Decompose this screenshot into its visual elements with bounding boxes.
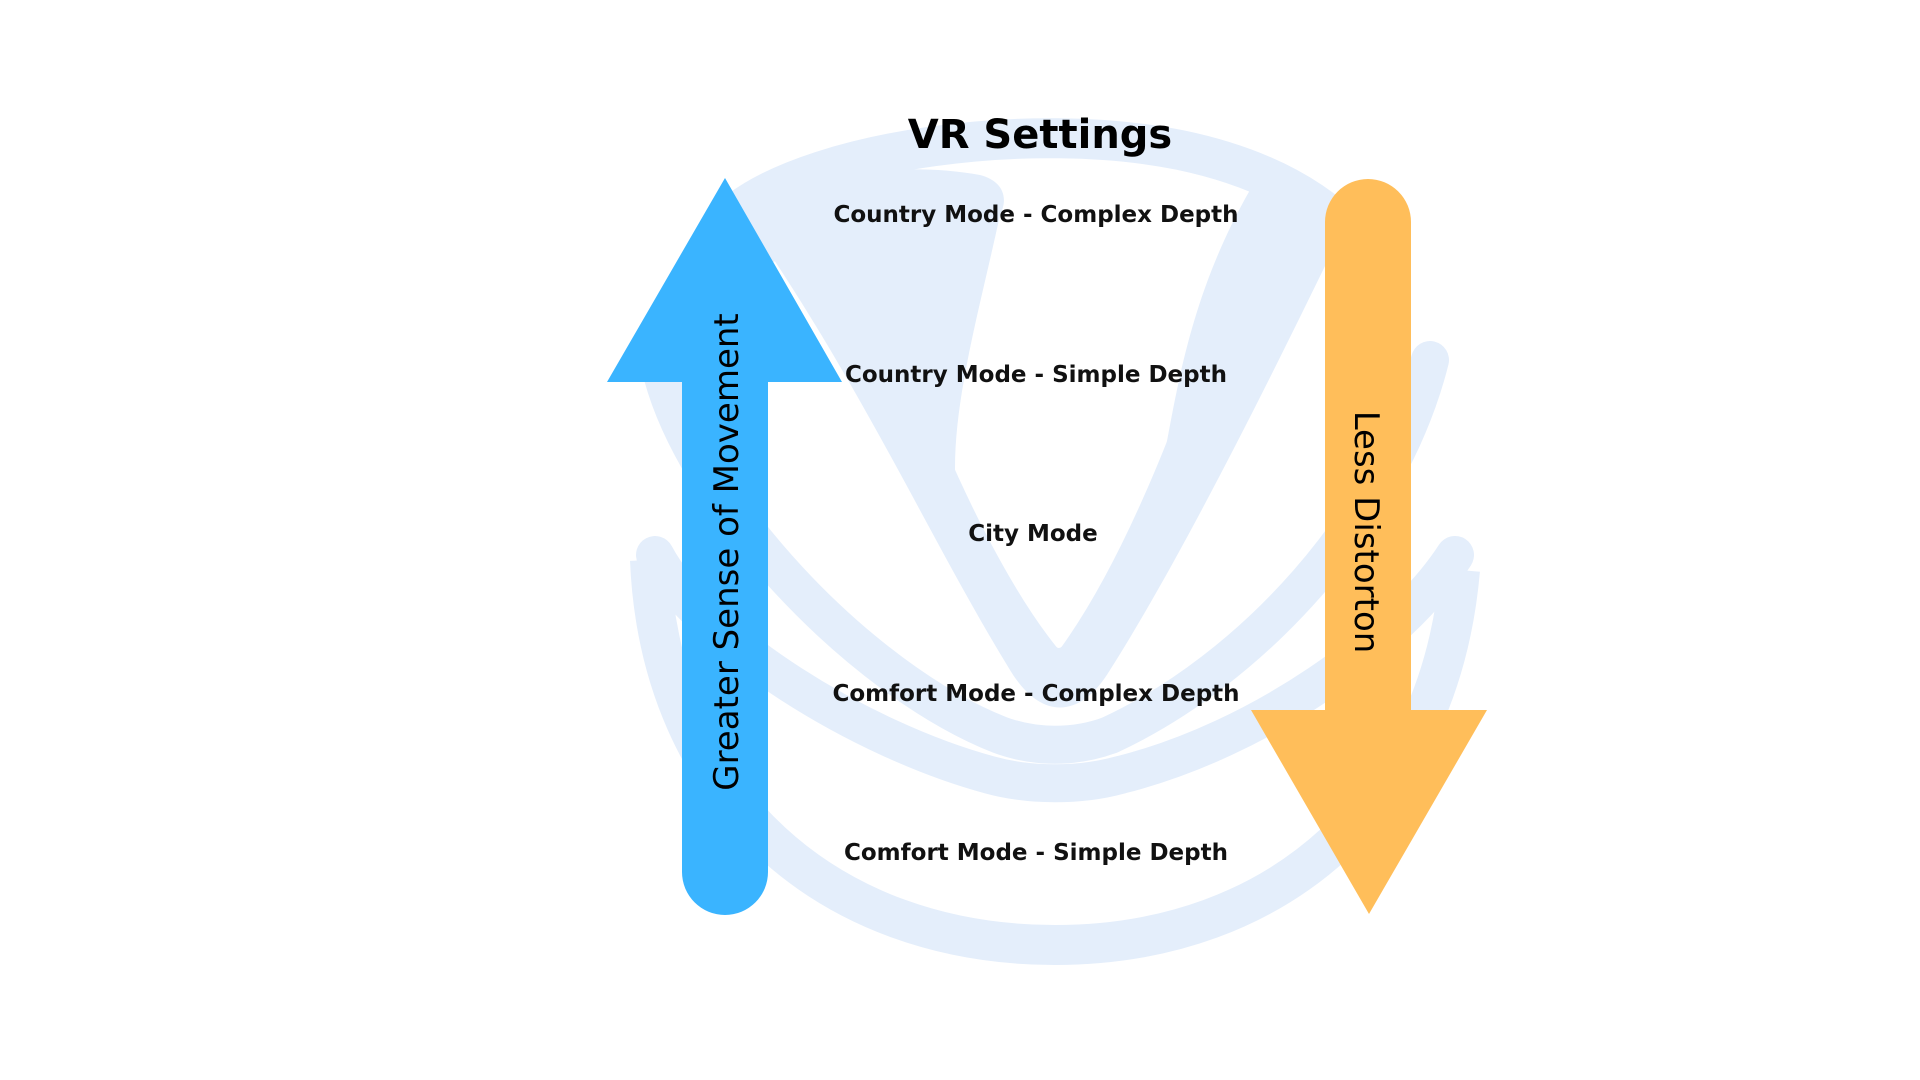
right-arrow-label: Less Distorton (1346, 411, 1386, 654)
logo-center-v (814, 179, 1286, 690)
right-arrow-shape (1251, 179, 1487, 914)
right-arrow: Less Distorton (1251, 179, 1487, 914)
mode-label-comfort-simple: Comfort Mode - Simple Depth (844, 840, 1228, 866)
left-arrow-shape (607, 178, 842, 915)
page-title: VR Settings (908, 112, 1173, 158)
mode-label-country-complex: Country Mode - Complex Depth (833, 202, 1238, 228)
mode-label-city: City Mode (968, 521, 1098, 547)
mode-label-country-simple: Country Mode - Simple Depth (845, 362, 1227, 388)
left-arrow: Greater Sense of Movement (607, 178, 842, 915)
logo-wing-right-lower (1101, 536, 1474, 794)
logo-outer-v (740, 158, 1344, 708)
mode-label-comfort-complex: Comfort Mode - Complex Depth (832, 681, 1239, 707)
left-arrow-label: Greater Sense of Movement (707, 313, 747, 791)
